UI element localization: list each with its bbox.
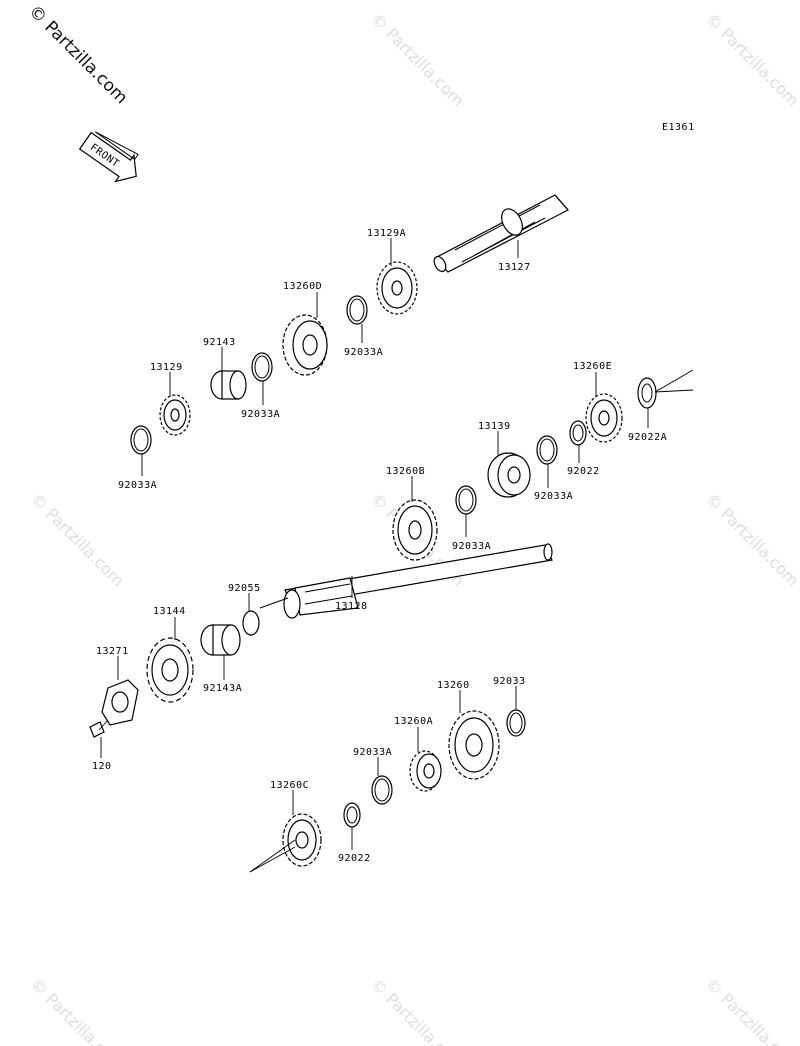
washer-92022A (637, 377, 657, 409)
callout-92022: 92022 (338, 853, 371, 864)
callout-120: 120 (92, 761, 112, 772)
callout-92033A: 92033A (241, 409, 280, 420)
bolt-120 (89, 719, 109, 738)
callout-92033A: 92033A (353, 747, 392, 758)
callout-13128: 13128 (335, 601, 368, 612)
callout-92143A: 92143A (203, 683, 242, 694)
gear-13260 (448, 710, 500, 780)
shaft-13127 (433, 194, 569, 273)
callout-13260E: 13260E (573, 361, 612, 372)
callout-13260A: 13260A (394, 716, 433, 727)
diagram-code: E1361 (662, 122, 695, 133)
callout-13260C: 13260C (270, 780, 309, 791)
sprocket-13144 (146, 637, 194, 703)
bushing-92143 (210, 370, 247, 400)
callout-labels: 13127 13129A 13260D 92033A 92143 92033A … (92, 228, 667, 864)
watermark-tile: © Partzilla.com (702, 974, 800, 1046)
callout-13129A: 13129A (367, 228, 406, 239)
watermark-tile: © Partzilla.com (702, 9, 800, 110)
gear-13129A (376, 261, 418, 315)
callout-13271: 13271 (96, 646, 129, 657)
callout-13260B: 13260B (386, 466, 425, 477)
gear-13260C (282, 813, 322, 867)
callout-92033A: 92033A (118, 480, 157, 491)
callout-92033A: 92033A (534, 491, 573, 502)
callout-92033A: 92033A (452, 541, 491, 552)
callout-13144: 13144 (153, 606, 186, 617)
front-arrow: FRONT (78, 131, 139, 183)
washer-92022 (569, 420, 587, 446)
gear-13260B (392, 499, 438, 561)
watermark-tile: © Partzilla.com (702, 489, 800, 590)
gear-13260E (585, 393, 623, 443)
callout-92055: 92055 (228, 583, 261, 594)
o-ring-92055 (242, 610, 260, 636)
callout-92143: 92143 (203, 337, 236, 348)
gear-13260D (282, 314, 328, 376)
leader-lines (100, 238, 649, 850)
callout-13260: 13260 (437, 680, 470, 691)
watermark-tile: © Partzilla.com (27, 489, 128, 590)
watermark-tile: © Partzilla.com (27, 974, 128, 1046)
callout-13260D: 13260D (283, 281, 322, 292)
callout-13129: 13129 (150, 362, 183, 373)
watermark-tile: © Partzilla.com (367, 9, 468, 110)
callout-13127: 13127 (498, 262, 531, 273)
callout-92033: 92033 (493, 676, 526, 687)
gear-13139 (487, 452, 531, 498)
watermark-tile: © Partzilla.com (367, 974, 468, 1046)
callout-13139: 13139 (478, 421, 511, 432)
callout-92022: 92022 (567, 466, 600, 477)
gear-13260A (409, 750, 442, 792)
bushing-92143A (200, 624, 241, 656)
plate-13271 (101, 679, 139, 726)
callout-92033A: 92033A (344, 347, 383, 358)
callout-92022A: 92022A (628, 432, 667, 443)
gear-13129 (159, 394, 191, 436)
watermark-main: © Partzilla.com (24, 1, 131, 108)
